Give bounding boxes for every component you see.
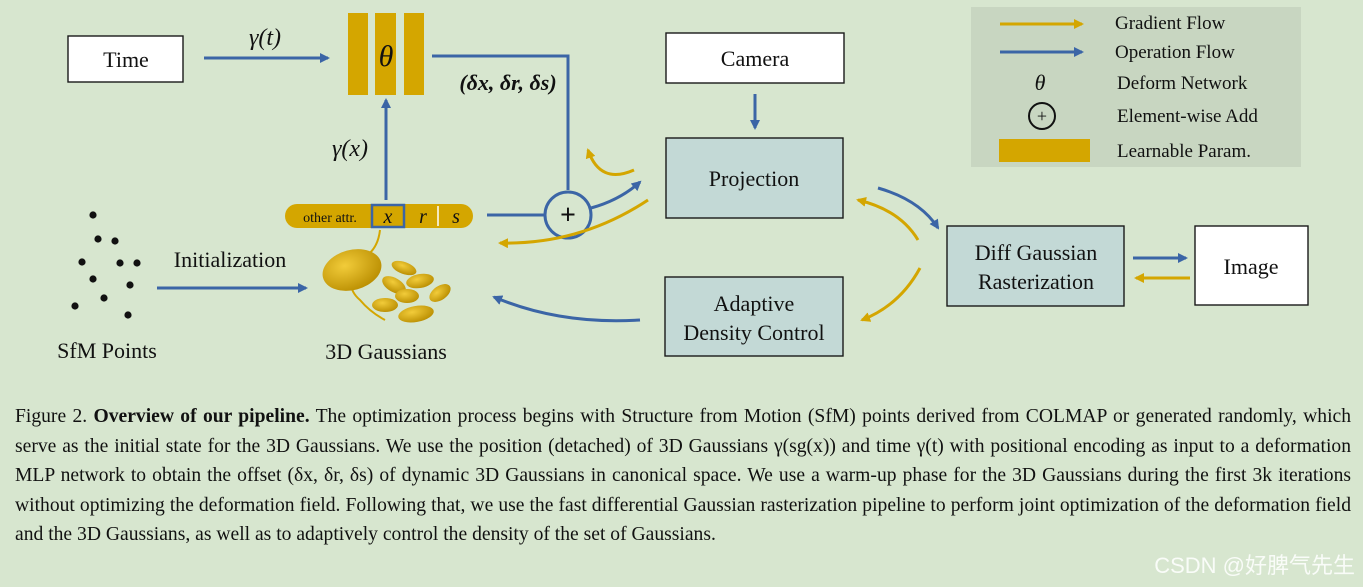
figure-caption: Figure 2. Overview of our pipeline. The … <box>15 402 1351 550</box>
camera-label: Camera <box>721 46 790 71</box>
sfm-points-label: SfM Points <box>57 338 157 363</box>
image-label: Image <box>1224 254 1279 279</box>
legend-gradient-label: Gradient Flow <box>1115 13 1226 34</box>
legend-add-label: Element-wise Add <box>1117 106 1258 127</box>
rasterization-label-line2: Rasterization <box>978 269 1094 294</box>
rasterization-to-density-gradient <box>860 267 922 322</box>
rasterization-label-line1: Diff Gaussian <box>975 240 1097 265</box>
rasterization-box <box>946 225 1125 307</box>
add-to-projection-arrow <box>590 180 642 210</box>
other-attr-label: other attr. <box>303 211 357 226</box>
attribute-bar-background <box>285 204 473 228</box>
rotation-attr-label: r <box>419 206 427 228</box>
camera-box <box>665 32 845 84</box>
gaussians-label: 3D Gaussians <box>325 339 447 364</box>
deltas-label: (δx, δr, δs) <box>459 70 556 95</box>
legend-learnable-label: Learnable Param. <box>1117 141 1251 162</box>
theta-symbol: θ <box>379 40 394 73</box>
gradient-to-gaussians-arrow <box>498 198 649 249</box>
projection-box <box>665 137 844 219</box>
deform-network: θ <box>348 13 424 95</box>
network-bar-3 <box>404 13 424 95</box>
rasterization-to-projection-gradient <box>856 196 920 241</box>
gamma-x-label: γ(x) <box>332 136 368 162</box>
sfm-points-cloud <box>71 211 141 319</box>
network-to-add-line <box>432 54 570 190</box>
legend-deform-label: Deform Network <box>1117 73 1248 94</box>
caption-prefix: Figure 2. <box>15 406 94 427</box>
caption-body: The optimization process begins with Str… <box>15 406 1352 546</box>
time-box <box>67 35 184 83</box>
gradient-to-network-arrow <box>585 148 635 176</box>
gamma-t-label: γ(t) <box>249 25 281 51</box>
adaptive-label-line2: Density Control <box>683 320 824 345</box>
network-bar-2 <box>375 13 396 95</box>
legend-theta-symbol: θ <box>1035 70 1046 95</box>
density-to-gaussians-arrow <box>492 295 641 323</box>
scale-attr-label: s <box>452 206 460 228</box>
legend-operation-label: Operation Flow <box>1115 42 1235 63</box>
projection-to-rasterization-arrow <box>877 186 940 230</box>
watermark: CSDN @好脾气先生 <box>1154 553 1355 578</box>
network-bar-1 <box>348 13 368 95</box>
gaussians-ellipses <box>322 229 451 323</box>
adaptive-label-line1: Adaptive <box>714 291 795 316</box>
time-label: Time <box>103 47 149 72</box>
legend-add-symbol: + <box>1037 106 1047 126</box>
add-symbol: + <box>560 200 576 231</box>
element-wise-add-node <box>543 190 593 240</box>
image-box <box>1194 225 1309 306</box>
adaptive-density-box <box>664 276 844 357</box>
gaussian-attribute-bar: other attr. x r s <box>285 203 473 229</box>
projection-label: Projection <box>709 166 799 191</box>
initialization-label: Initialization <box>174 247 286 272</box>
legend: θ + Gradient Flow Operation Flow Deform … <box>971 7 1301 167</box>
legend-add-icon <box>1028 102 1056 130</box>
pipeline-diagram: θ + Gradient Flow Operation Flow Deform … <box>57 7 1309 364</box>
caption-title: Overview of our pipeline. <box>93 406 310 427</box>
position-attr-highlight <box>370 203 406 229</box>
position-attr-label: x <box>383 206 393 228</box>
legend-learnable-swatch <box>999 139 1090 162</box>
